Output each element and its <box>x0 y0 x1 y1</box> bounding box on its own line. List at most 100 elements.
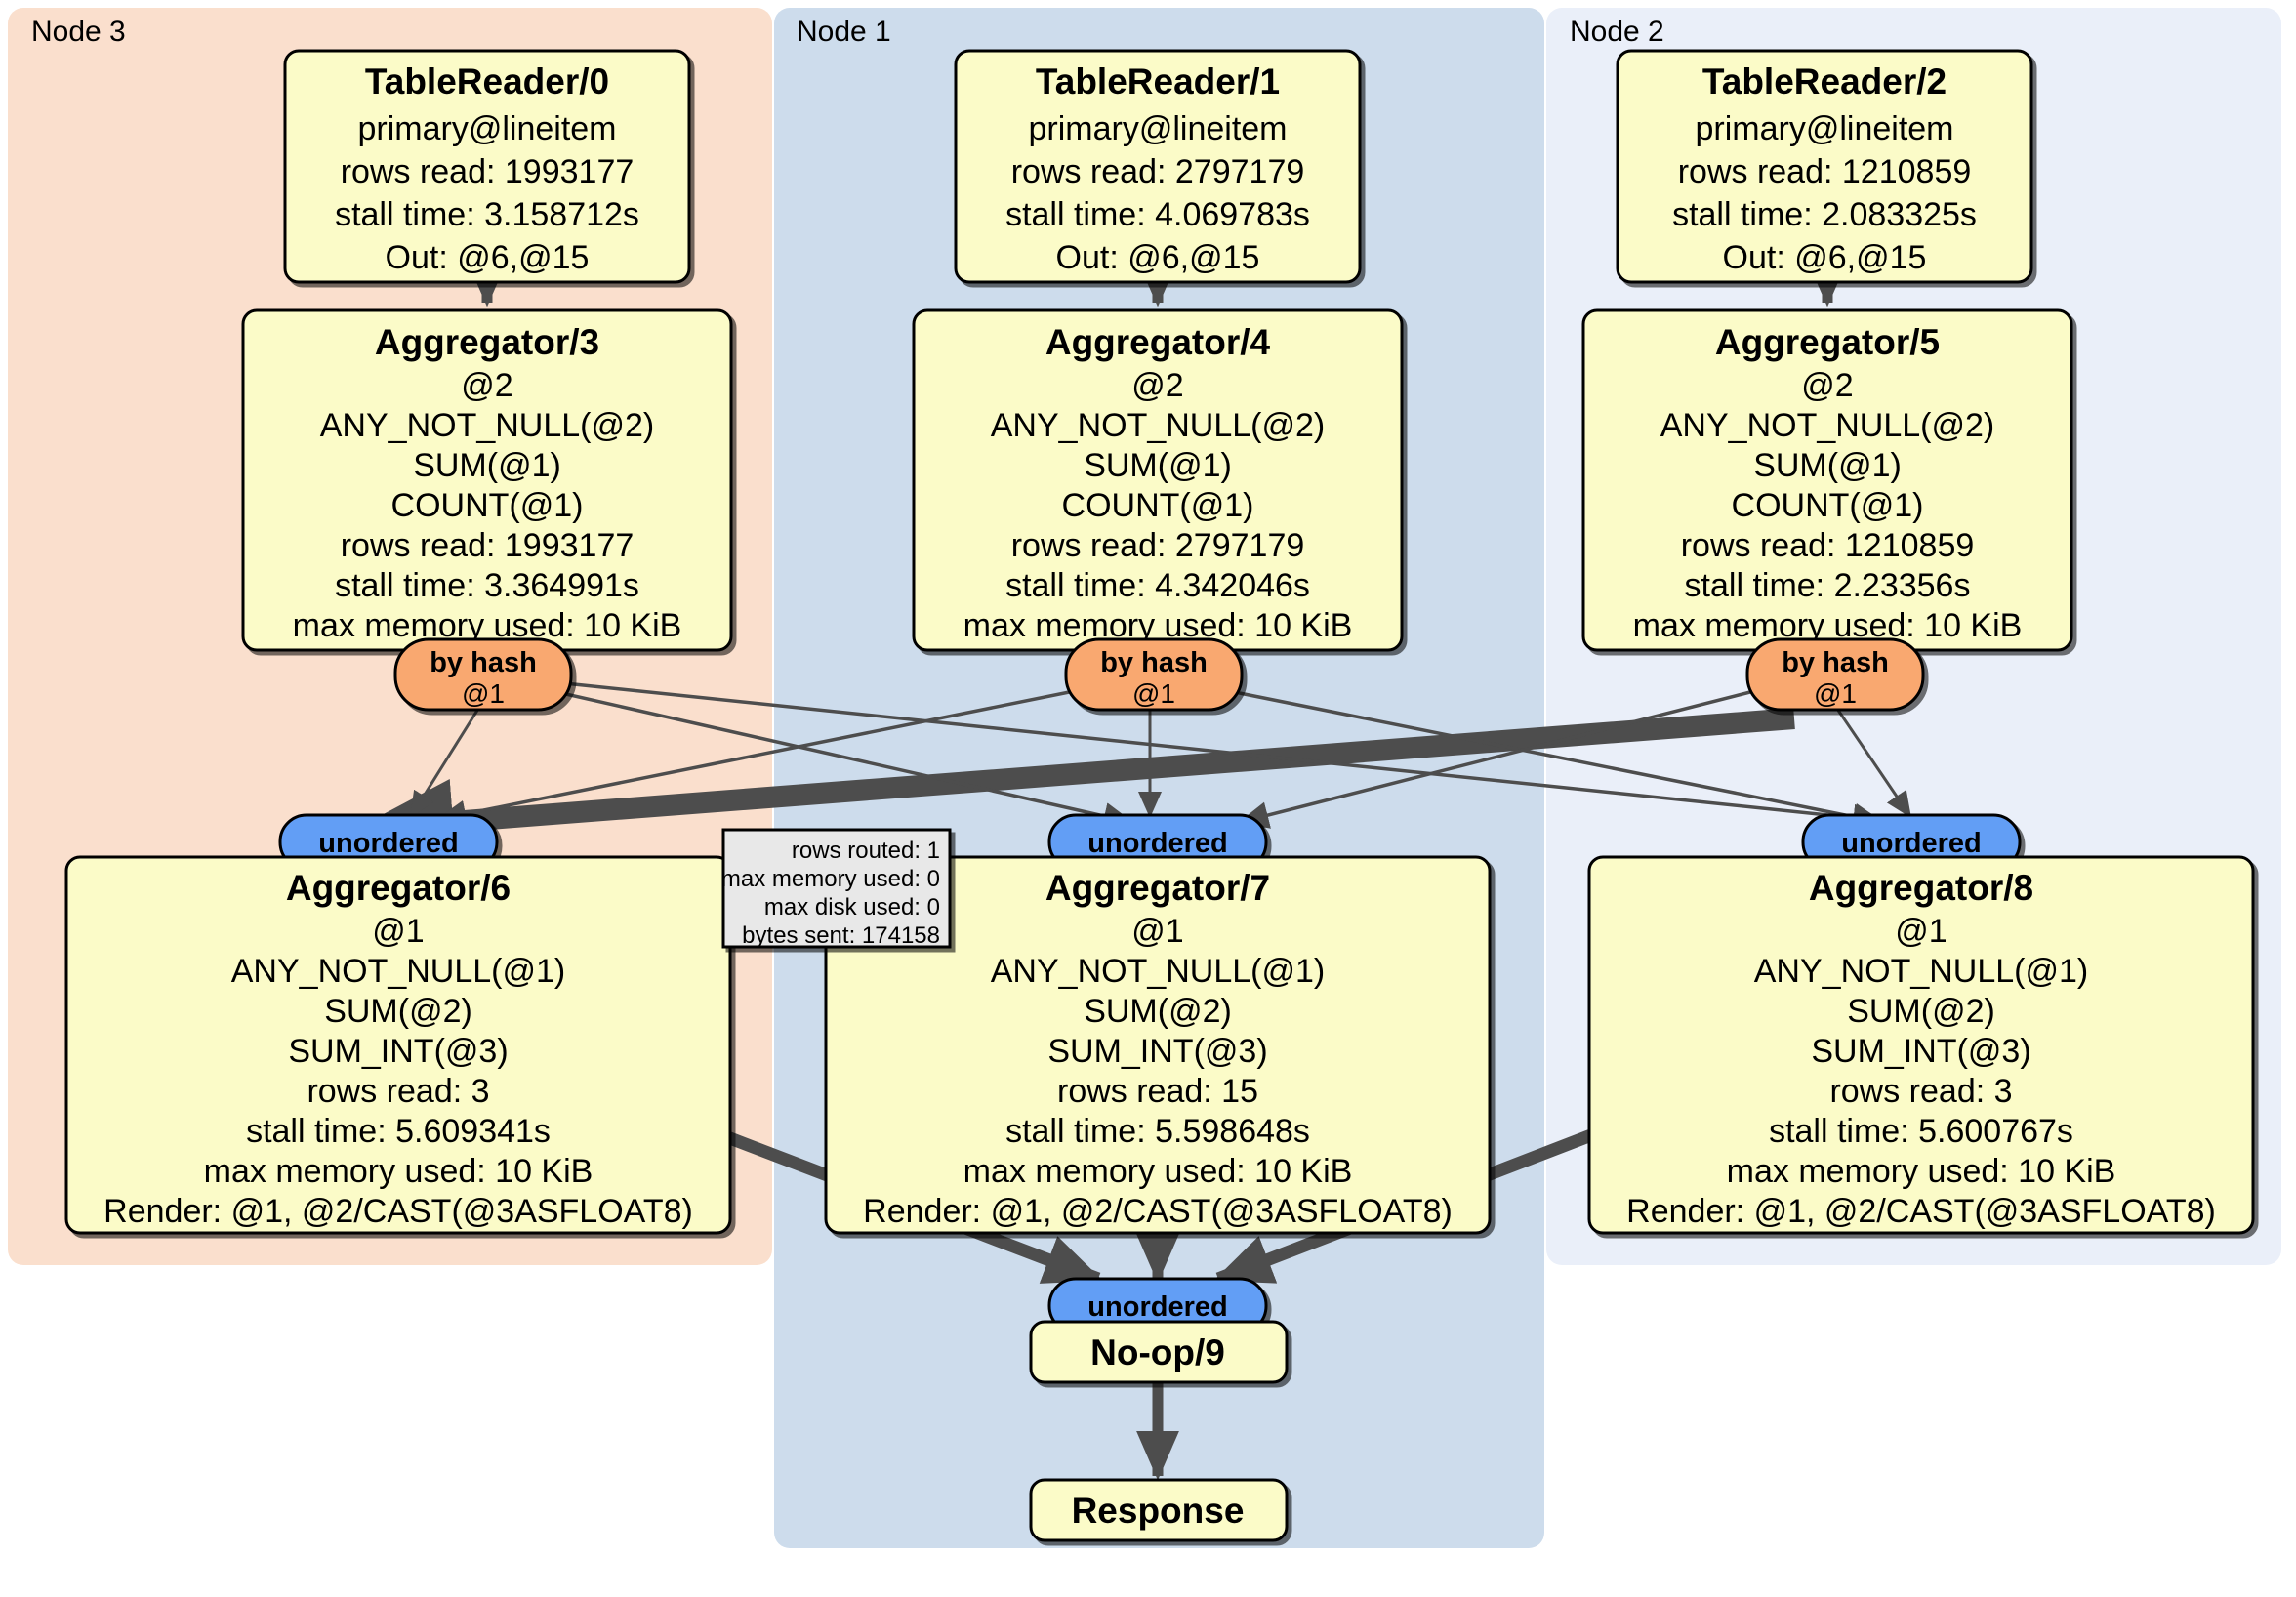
operator-line: stall time: 5.609341s <box>246 1113 551 1150</box>
edge-byhash4-unordered8 <box>1200 683 1885 831</box>
operator-line: stall time: 4.069783s <box>1005 196 1310 233</box>
operator-node-aggregator3[interactable]: Aggregator/3 @2 ANY_NOT_NULL(@2) SUM(@1)… <box>241 308 733 652</box>
operator-line: max memory used: 10 KiB <box>204 1153 594 1190</box>
operator-line: max memory used: 10 KiB <box>1727 1153 2116 1190</box>
tooltip-line: max disk used: 0 <box>764 894 940 921</box>
operator-line: @1 <box>1131 913 1183 950</box>
operator-line: ANY_NOT_NULL(@2) <box>991 407 1326 444</box>
operator-line: SUM_INT(@3) <box>1811 1033 2030 1070</box>
operator-title: Response <box>1072 1491 1245 1531</box>
operator-line: Out: @6,@15 <box>1723 239 1927 276</box>
operator-line: rows read: 2797179 <box>1011 153 1305 190</box>
operator-line: ANY_NOT_NULL(@1) <box>231 953 566 990</box>
operator-line: rows read: 1993177 <box>341 527 635 564</box>
router-node-byhash5[interactable]: by hash @1 <box>1745 637 1925 712</box>
operator-line: SUM_INT(@3) <box>288 1033 508 1070</box>
operator-line: rows read: 1993177 <box>341 153 635 190</box>
operator-line: rows read: 3 <box>1829 1073 2012 1110</box>
operator-line: rows read: 1210859 <box>1678 153 1972 190</box>
operator-node-noop9[interactable]: No-op/9 <box>1029 1320 1289 1384</box>
stream-stats-tooltip: rows routed: 1 max memory used: 0 max di… <box>721 828 952 949</box>
edge-byhash5-unordered8 <box>1835 708 1913 819</box>
operator-line: primary@lineitem <box>1695 110 1953 147</box>
operator-line: SUM(@1) <box>1084 447 1232 484</box>
operator-line: SUM(@1) <box>413 447 561 484</box>
operator-node-tablereader2[interactable]: TableReader/2 primary@lineitem rows read… <box>1616 49 2033 284</box>
operator-title: No-op/9 <box>1090 1332 1225 1372</box>
operator-title: TableReader/0 <box>365 61 609 102</box>
edge-byhash3-unordered6 <box>408 708 480 819</box>
router-node-unordered6[interactable]: unordered <box>278 813 499 871</box>
operator-line: Render: @1, @2/CAST(@3ASFLOAT8) <box>1626 1193 2216 1230</box>
operator-line: rows read: 1210859 <box>1681 527 1975 564</box>
operator-line: Render: @1, @2/CAST(@3ASFLOAT8) <box>103 1193 693 1230</box>
cluster-label-node1: Node 1 <box>797 16 891 48</box>
router-node-unordered7[interactable]: unordered <box>1047 813 1268 871</box>
router-node-byhash4[interactable]: by hash @1 <box>1064 637 1244 712</box>
cluster-label-node3: Node 3 <box>31 16 126 48</box>
operator-line: @1 <box>1895 913 1947 950</box>
operator-title: Aggregator/8 <box>1809 868 2033 908</box>
operator-line: ANY_NOT_NULL(@2) <box>320 407 655 444</box>
operator-line: stall time: 2.083325s <box>1672 196 1977 233</box>
operator-line: ANY_NOT_NULL(@1) <box>991 953 1326 990</box>
operator-node-response[interactable]: Response <box>1029 1478 1289 1542</box>
router-label: by hash <box>1782 647 1889 678</box>
operator-line: rows read: 2797179 <box>1011 527 1305 564</box>
operator-line: @2 <box>1131 367 1183 404</box>
operator-node-aggregator5[interactable]: Aggregator/5 @2 ANY_NOT_NULL(@2) SUM(@1)… <box>1581 308 2073 652</box>
operator-node-tablereader0[interactable]: TableReader/0 primary@lineitem rows read… <box>283 49 691 284</box>
operator-line: stall time: 5.598648s <box>1005 1113 1310 1150</box>
edge-group-reader-to-agg <box>466 257 1849 307</box>
operator-line: @1 <box>372 913 424 950</box>
operator-line: stall time: 5.600767s <box>1769 1113 2073 1150</box>
cluster-label-node2: Node 2 <box>1570 16 1664 48</box>
operator-title: Aggregator/6 <box>286 868 511 908</box>
router-label: unordered <box>1841 828 1981 859</box>
operator-title: Aggregator/3 <box>375 322 599 362</box>
operator-line: stall time: 4.342046s <box>1005 567 1310 604</box>
edge-byhash5-unordered7 <box>1237 681 1785 829</box>
operator-node-tablereader1[interactable]: TableReader/1 primary@lineitem rows read… <box>954 49 1362 284</box>
operator-title: TableReader/1 <box>1036 61 1280 102</box>
router-sublabel: @1 <box>462 678 505 709</box>
operator-line: Render: @1, @2/CAST(@3ASFLOAT8) <box>863 1193 1453 1230</box>
operator-node-aggregator4[interactable]: Aggregator/4 @2 ANY_NOT_NULL(@2) SUM(@1)… <box>912 308 1404 652</box>
operator-line: COUNT(@1) <box>1732 487 1924 524</box>
operator-title: Aggregator/4 <box>1046 322 1271 362</box>
operator-line: @2 <box>1801 367 1853 404</box>
tooltip-line: bytes sent: 174158 <box>742 922 940 949</box>
router-node-unordered9[interactable]: unordered <box>1047 1277 1268 1334</box>
operator-line: SUM_INT(@3) <box>1047 1033 1267 1070</box>
operator-line: rows read: 15 <box>1057 1073 1258 1110</box>
router-label: by hash <box>430 647 537 678</box>
operator-line: stall time: 3.364991s <box>335 567 639 604</box>
operator-title: Aggregator/7 <box>1046 868 1270 908</box>
operator-line: max memory used: 10 KiB <box>964 1153 1353 1190</box>
edge-byhash4-unordered6 <box>434 683 1104 828</box>
operator-line: SUM(@2) <box>1084 993 1232 1030</box>
router-sublabel: @1 <box>1132 678 1175 709</box>
operator-line: primary@lineitem <box>1028 110 1287 147</box>
edge-byhash5-unordered6-thick <box>354 708 1795 865</box>
operator-title: TableReader/2 <box>1702 61 1947 102</box>
operator-node-aggregator6[interactable]: Aggregator/6 @1 ANY_NOT_NULL(@1) SUM(@2)… <box>64 855 732 1235</box>
router-label: unordered <box>318 828 458 859</box>
operator-line: ANY_NOT_NULL(@1) <box>1754 953 2089 990</box>
router-node-unordered8[interactable]: unordered <box>1801 813 2022 871</box>
operator-line: stall time: 3.158712s <box>335 196 639 233</box>
operator-title: Aggregator/5 <box>1715 322 1940 362</box>
router-label: unordered <box>1087 1291 1227 1323</box>
edge-byhash3-unordered8 <box>526 677 1885 832</box>
operator-node-aggregator7[interactable]: Aggregator/7 @1 ANY_NOT_NULL(@1) SUM(@2)… <box>824 855 1492 1235</box>
edge-group-hash-to-unordered <box>354 677 1913 865</box>
operator-line: @2 <box>461 367 512 404</box>
router-node-byhash3[interactable]: by hash @1 <box>393 637 573 712</box>
operator-line: SUM(@2) <box>1847 993 1995 1030</box>
router-label: by hash <box>1100 647 1208 678</box>
operator-node-aggregator8[interactable]: Aggregator/8 @1 ANY_NOT_NULL(@1) SUM(@2)… <box>1587 855 2255 1235</box>
operator-line: stall time: 2.23356s <box>1685 567 1971 604</box>
operator-line: SUM(@2) <box>324 993 472 1030</box>
